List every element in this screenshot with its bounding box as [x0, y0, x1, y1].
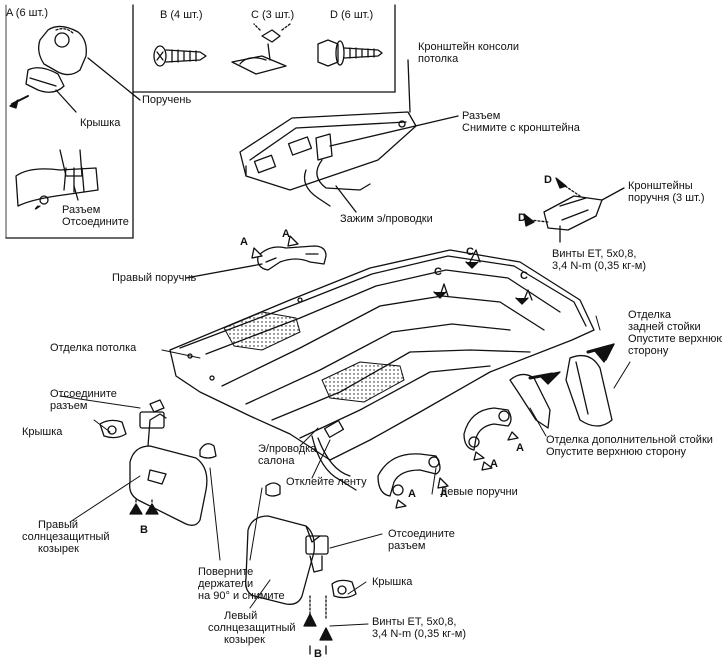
inset-title: A (6 шт.)	[6, 7, 48, 19]
turn-holders-label-2: держатели	[198, 578, 254, 590]
wire-clamp-label: Зажим э/проводки	[340, 213, 433, 225]
cabin-wiring-label-1: Э/проводка	[258, 443, 317, 455]
handle-letter-a-5: A	[490, 458, 498, 470]
cover-left-label: Крышка	[22, 426, 63, 438]
clip-letter-c-1: C	[466, 246, 474, 258]
rear-pillar-label-2: задней стойки	[628, 321, 701, 333]
left-handles-label: Левые поручни	[440, 486, 518, 498]
disconnect-connector2-label-1: Отсоедините	[388, 528, 455, 540]
left-visor-drawing	[245, 515, 357, 655]
left-visor-label-3: козырек	[224, 634, 265, 646]
additional-pillar-label-1: Отделка дополнительной стойки	[546, 434, 713, 446]
right-visor-label-2: солнцезащитный	[22, 531, 110, 543]
handle-letter-a-4: A	[440, 488, 448, 500]
inset-connector-drawing	[15, 149, 99, 210]
right-visor-drawing	[99, 399, 281, 526]
inset-connector-label-1: Разъем	[62, 204, 101, 216]
inset-handle-drawing	[9, 25, 141, 113]
visor-letter-b-2: B	[314, 648, 322, 660]
bolt-d-icon	[317, 39, 383, 67]
cover-right-label: Крышка	[372, 576, 413, 588]
screws-bottom-label-2: 3,4 N-m (0,35 кг-м)	[372, 628, 467, 640]
turn-holders-label-1: Поверните	[198, 566, 254, 578]
screw-b-icon	[153, 45, 207, 67]
clip-letter-c-3: C	[520, 270, 528, 282]
disconnect-connector2-label-2: разъем	[388, 540, 426, 552]
handle-letter-a-2: A	[282, 228, 290, 240]
handle-brackets-drawing	[523, 177, 625, 243]
pillar-arrows	[593, 343, 615, 363]
left-visor-label-2: солнцезащитный	[208, 622, 296, 634]
handle-letter-a-3: A	[408, 488, 416, 500]
console-bracket-label-1: Кронштейн консоли	[418, 41, 520, 53]
handle-brackets-label-2: поручня (3 шт.)	[628, 192, 705, 204]
handle-letter-a-1: A	[240, 236, 248, 248]
fastener-c-label: C (3 шт.)	[251, 9, 295, 21]
left-visor-label-1: Левый	[224, 610, 258, 622]
disconnect-connector-label-2: разъем	[50, 400, 88, 412]
additional-pillar-label-2: Опустите верхнюю сторону	[546, 446, 686, 458]
bracket-letter-d-1: D	[544, 174, 552, 186]
console-bracket-drawing	[239, 59, 459, 213]
rear-pillar-label-1: Отделка	[628, 309, 671, 321]
connector-remove-label-1: Разъем	[462, 110, 501, 122]
screws-top-label-1: Винты ET, 5x0,8,	[552, 248, 637, 260]
right-visor-label-3: козырек	[38, 543, 79, 555]
cabin-wiring-label-2: салона	[258, 455, 295, 467]
screws-top-label-2: 3,4 N-m (0,35 кг-м)	[552, 260, 647, 272]
right-visor-label-1: Правый	[38, 519, 79, 531]
turn-holders-label-3: на 90° и снимите	[198, 590, 285, 602]
right-handle-drawing	[185, 235, 327, 279]
clip-c-icon	[231, 23, 291, 75]
rear-pillar-label-3: Опустите верхнюю	[628, 333, 722, 345]
leader-lines	[59, 315, 631, 627]
rear-pillar-label-4: сторону	[628, 345, 669, 357]
c-clip-markers	[433, 261, 529, 305]
additional-pillar-trim	[509, 371, 561, 429]
disconnect-connector-label-1: Отсоедините	[50, 388, 117, 400]
console-bracket-label-2: потолка	[418, 53, 459, 65]
cabin-wiring-drawing	[311, 420, 357, 491]
headliner-label: Отделка потолка	[50, 342, 137, 354]
inset-frame	[5, 4, 134, 239]
handle-letter-a-6: A	[516, 442, 524, 454]
inset-handle-label: Поручень	[142, 94, 192, 106]
fastener-frame	[132, 4, 396, 93]
screws-bottom-label-1: Винты ET, 5x0,8,	[372, 616, 457, 628]
visor-letter-b-1: B	[140, 524, 148, 536]
bracket-letter-d-2: D	[518, 212, 526, 224]
left-handles-drawing	[377, 407, 519, 509]
peel-tape-label: Отклейте ленту	[286, 476, 367, 488]
headliner-panel	[169, 249, 595, 461]
connector-remove-label-2: Снимите с кронштейна	[462, 122, 580, 134]
clip-letter-c-2: C	[434, 266, 442, 278]
fastener-d-label: D (6 шт.)	[330, 9, 374, 21]
fastener-b-label: B (4 шт.)	[160, 9, 203, 21]
right-handle-label: Правый поручнь	[112, 272, 197, 284]
inset-connector-label-2: Отсоедините	[62, 216, 129, 228]
handle-brackets-label-1: Кронштейны	[628, 180, 693, 192]
inset-cover-label: Крышка	[80, 117, 121, 129]
